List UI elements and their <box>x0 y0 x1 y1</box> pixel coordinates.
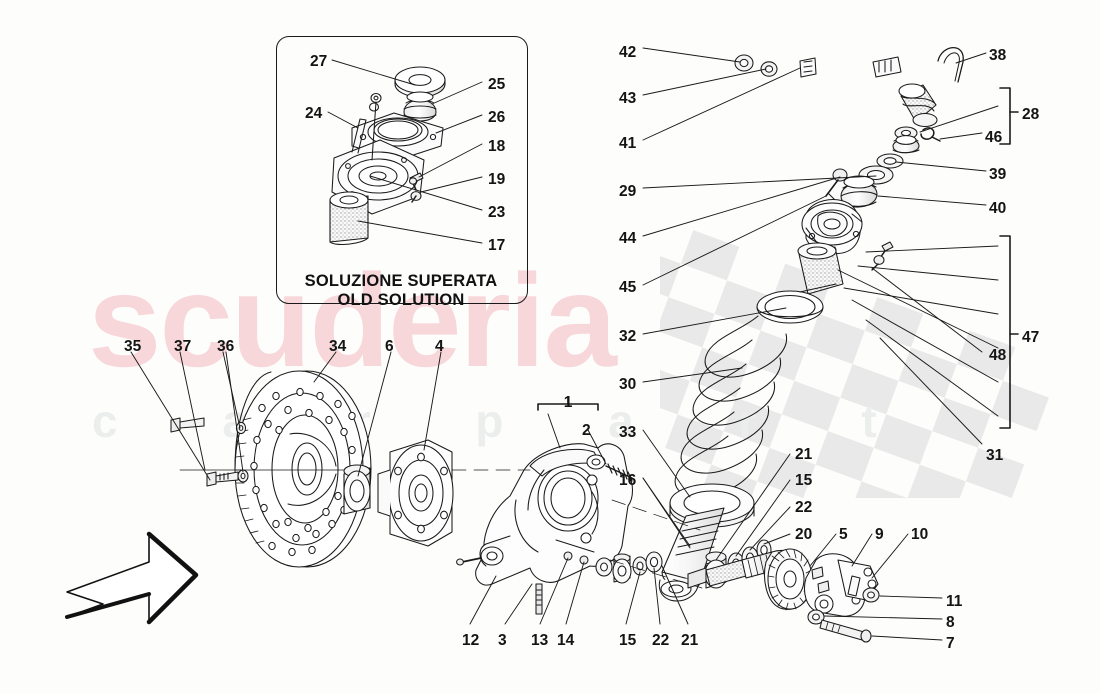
callout-number-26: 26 <box>488 109 506 126</box>
callout-number-46: 46 <box>985 129 1003 146</box>
callout-number-20: 20 <box>795 526 813 543</box>
callout-number-45: 45 <box>619 279 637 296</box>
wheel-hub <box>343 439 454 547</box>
driveshaft-and-gear <box>687 548 813 611</box>
callout-number-6: 6 <box>385 338 394 355</box>
callout-number-29: 29 <box>619 183 637 200</box>
watermark-scuderia: scuderia <box>88 247 617 394</box>
callout-number-37: 37 <box>174 338 192 355</box>
callout-number-33: 33 <box>619 424 637 441</box>
callout-number-9: 9 <box>875 526 884 543</box>
callout-number-5: 5 <box>839 526 848 543</box>
callout-number-22b: 22 <box>652 632 670 649</box>
callout-number-21: 21 <box>795 446 813 463</box>
callout-number-14: 14 <box>557 632 575 649</box>
callout-number-11: 11 <box>946 593 963 610</box>
direction-arrow <box>65 531 199 625</box>
steering-knuckle <box>456 443 634 615</box>
callout-number-10: 10 <box>911 526 929 543</box>
callout-number-35: 35 <box>124 338 142 355</box>
damper-top-assembly <box>734 46 964 324</box>
callout-number-18: 18 <box>488 138 506 155</box>
brake-disc <box>234 370 372 568</box>
callout-number-2: 2 <box>582 422 591 439</box>
leader-lines <box>130 47 1019 641</box>
inset-old-solution-parts <box>329 66 446 246</box>
callout-number-4: 4 <box>435 338 444 355</box>
callout-number-17: 17 <box>488 237 506 254</box>
watermark-carparts: c a r p a r t <box>92 395 923 447</box>
old-solution-caption: SOLUZIONE SUPERATA OLD SOLUTION <box>276 272 526 311</box>
callout-number-30: 30 <box>619 376 637 393</box>
callout-number-15b: 15 <box>619 632 637 649</box>
knuckle-fasteners <box>563 551 663 584</box>
callout-number-48: 48 <box>989 347 1007 364</box>
callout-number-47: 47 <box>1022 329 1040 346</box>
sensor-bracket-assembly <box>803 553 880 643</box>
old-solution-inset-box <box>276 36 528 304</box>
callout-number-40: 40 <box>989 200 1007 217</box>
callout-number-24: 24 <box>305 105 323 122</box>
callout-number-1: 1 <box>563 394 573 411</box>
callout-number-13: 13 <box>531 632 549 649</box>
caption-line-italian: SOLUZIONE SUPERATA <box>304 272 498 290</box>
callout-number-28: 28 <box>1022 106 1040 123</box>
callout-number-19: 19 <box>488 171 506 188</box>
callout-number-34: 34 <box>329 338 347 355</box>
callout-number-41: 41 <box>619 135 637 152</box>
callout-number-27: 27 <box>310 53 328 70</box>
callout-number-8: 8 <box>946 614 955 631</box>
callout-number-21b: 21 <box>681 632 699 649</box>
callout-number-12: 12 <box>462 632 480 649</box>
callout-number-7: 7 <box>946 635 955 652</box>
callout-number-44: 44 <box>619 230 637 247</box>
callout-number-32: 32 <box>619 328 637 345</box>
callout-number-39: 39 <box>989 166 1007 183</box>
callout-number-22: 22 <box>795 499 813 516</box>
callout-number-43: 43 <box>619 90 637 107</box>
checkered-flag-watermark <box>660 230 1049 498</box>
callout-number-31: 31 <box>986 447 1004 464</box>
callout-number-15: 15 <box>795 472 813 489</box>
coil-spring <box>669 315 788 528</box>
callout-number-16: 16 <box>619 472 637 489</box>
callout-number-3: 3 <box>498 632 507 649</box>
caption-line-english: OLD SOLUTION <box>337 291 465 310</box>
callout-number-36: 36 <box>217 338 235 355</box>
inset-leader-lines <box>327 59 483 244</box>
callout-number-42: 42 <box>619 44 637 61</box>
callout-number-38: 38 <box>989 47 1007 64</box>
callout-number-23: 23 <box>488 204 506 221</box>
callout-number-25: 25 <box>488 76 506 93</box>
